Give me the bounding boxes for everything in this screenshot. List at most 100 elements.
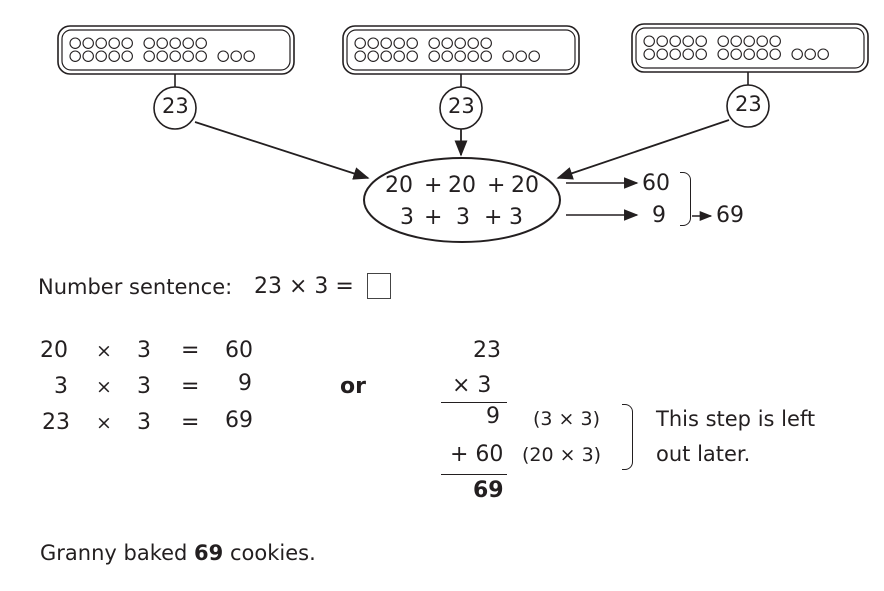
conclusion-after: cookies. xyxy=(229,541,316,565)
cookie xyxy=(95,37,107,49)
ones-plus-2: + xyxy=(484,205,503,230)
step-note-line-2: out later. xyxy=(656,442,751,466)
cookie xyxy=(169,50,181,62)
partial-note-1: (3 × 3) xyxy=(533,408,601,430)
cookie xyxy=(769,48,781,60)
grand-total: 69 xyxy=(716,203,744,228)
cookie xyxy=(69,50,81,62)
cookie xyxy=(730,48,742,60)
row1-b: 3 xyxy=(137,338,151,363)
cookie xyxy=(743,35,755,47)
row1-op: × xyxy=(96,340,112,362)
cookie xyxy=(717,35,729,47)
cookie xyxy=(156,37,168,49)
cookie xyxy=(195,50,207,62)
row2-a: 3 xyxy=(54,374,68,399)
group-count-1: 23 xyxy=(162,94,189,118)
row2-op: × xyxy=(96,376,112,398)
number-sentence-expression: 23 × 3 = xyxy=(254,274,354,299)
cookie xyxy=(156,50,168,62)
cookie xyxy=(656,48,668,60)
row1-a: 20 xyxy=(40,338,68,363)
tens-plus-1: + xyxy=(424,173,443,198)
cookie xyxy=(367,37,379,49)
ones-term-3: 3 xyxy=(509,205,523,230)
or-label: or xyxy=(340,374,366,399)
tens-term-1: 20 xyxy=(385,173,413,198)
addition-ellipse xyxy=(363,157,561,243)
cookie xyxy=(143,37,155,49)
cookie xyxy=(528,50,540,62)
cookie xyxy=(441,37,453,49)
row2-b: 3 xyxy=(137,374,151,399)
cookie-tray-3 xyxy=(631,23,869,73)
cookie xyxy=(108,50,120,62)
cookie-tray-1 xyxy=(57,25,295,75)
cookie xyxy=(354,37,366,49)
cookie xyxy=(643,48,655,60)
tens-term-3: 20 xyxy=(511,173,539,198)
partial-product-2: + 60 xyxy=(450,442,504,467)
conclusion-number: 69 xyxy=(194,541,224,565)
partial-product-1: 9 xyxy=(486,404,500,429)
cookie xyxy=(428,50,440,62)
row3-op: × xyxy=(96,412,112,434)
cookie xyxy=(756,48,768,60)
group-count-2: 23 xyxy=(448,94,475,118)
arrow-group-3 xyxy=(556,119,730,180)
cookie xyxy=(121,37,133,49)
cookie xyxy=(682,35,694,47)
cookie xyxy=(121,50,133,62)
ones-term-2: 3 xyxy=(456,205,470,230)
cookie xyxy=(730,35,742,47)
cookie xyxy=(182,37,194,49)
vertical-answer: 69 xyxy=(473,478,504,503)
answer-box[interactable] xyxy=(367,273,391,299)
cookie xyxy=(769,35,781,47)
cookie xyxy=(643,35,655,47)
cookie xyxy=(108,37,120,49)
cookie xyxy=(791,48,803,60)
number-sentence-label: Number sentence: xyxy=(38,275,233,299)
cookie xyxy=(695,48,707,60)
cookie xyxy=(95,50,107,62)
row1-result: 60 xyxy=(225,338,253,363)
sum-brace xyxy=(680,172,691,226)
cookie xyxy=(230,50,242,62)
cookie xyxy=(367,50,379,62)
tens-sum: 60 xyxy=(642,171,670,196)
cookie xyxy=(454,50,466,62)
cookie xyxy=(467,50,479,62)
ones-plus-1: + xyxy=(424,205,443,230)
row3-a: 23 xyxy=(42,410,70,435)
step-note-line-1: This step is left xyxy=(656,407,816,431)
row2-eq: = xyxy=(181,374,200,399)
cookie xyxy=(406,37,418,49)
tens-term-2: 20 xyxy=(448,173,476,198)
conclusion-sentence: Granny baked 69 cookies. xyxy=(40,543,316,564)
cookie xyxy=(682,48,694,60)
row3-b: 3 xyxy=(137,410,151,435)
cookie xyxy=(695,35,707,47)
ones-term-1: 3 xyxy=(400,205,414,230)
cookie xyxy=(817,48,829,60)
cookie xyxy=(393,50,405,62)
cookie xyxy=(756,35,768,47)
cookie xyxy=(480,37,492,49)
cookie xyxy=(717,48,729,60)
cookie xyxy=(380,50,392,62)
cookie xyxy=(515,50,527,62)
multiply-rule xyxy=(441,402,507,403)
sum-rule xyxy=(441,474,507,475)
row3-result: 69 xyxy=(225,408,253,433)
cookie xyxy=(82,50,94,62)
cookie xyxy=(502,50,514,62)
cookie xyxy=(243,50,255,62)
cookie xyxy=(380,37,392,49)
cookie xyxy=(804,48,816,60)
cookie xyxy=(669,48,681,60)
cookie xyxy=(82,37,94,49)
cookie xyxy=(354,50,366,62)
cookie xyxy=(217,50,229,62)
cookie xyxy=(406,50,418,62)
